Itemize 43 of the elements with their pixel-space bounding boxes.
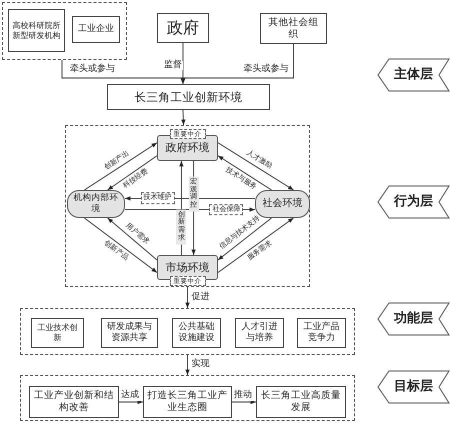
arrow [84, 142, 158, 190]
process-box: 政府 [157, 13, 209, 43]
layer-tag: 行为层 [377, 185, 450, 219]
arrow [180, 44, 294, 84]
edge-label: 推动 [232, 391, 253, 401]
process-box: 高校科研院所新型研发机构 [8, 9, 65, 52]
arrow [218, 218, 272, 260]
process-box: 公共基础设施建设 [172, 318, 221, 348]
process-box: 工业技术创新 [31, 318, 84, 348]
edge-label: 实现 [190, 360, 210, 370]
arrow [185, 354, 190, 376]
process-box: 工业产品竞争力 [297, 318, 346, 348]
arrow [218, 142, 294, 190]
arrow [107, 155, 158, 190]
arrow [185, 286, 190, 308]
edge-label: 达成 [120, 391, 140, 401]
process-box: 长三角工业创新环境 [107, 84, 270, 110]
environment-box: 机构内部环境 [67, 190, 125, 218]
edge-label: 监督 [162, 60, 183, 70]
layer-tag: 主体层 [377, 58, 450, 92]
edge-label: 牵头或参与 [68, 65, 116, 75]
edge-label: 促进 [190, 292, 210, 302]
arrow [107, 218, 158, 260]
group-frame [20, 375, 355, 421]
group-frame [20, 308, 355, 355]
arrow [180, 42, 186, 84]
process-box: 长三角工业高质量发展 [256, 386, 346, 418]
process-box: 工业产业创新和结构改善 [29, 386, 119, 418]
process-box: 其他社会组织 [260, 13, 327, 44]
layer-tag: 目标层 [377, 370, 450, 404]
arrow [118, 400, 144, 404]
arrow [218, 218, 294, 273]
process-box: 研发成果与资源共享 [101, 318, 158, 348]
process-box: 打造长三角工业产业生态圈 [143, 386, 232, 418]
group-frame [2, 2, 127, 60]
process-box: 人才引进与培养 [235, 318, 284, 348]
arrow [181, 110, 186, 126]
process-box: 工业企业 [72, 16, 120, 43]
arrow [218, 155, 272, 190]
layer-tag: 功能层 [377, 302, 450, 336]
arrow [84, 218, 158, 273]
edge-label: 牵头或参与 [242, 65, 290, 75]
arrow [232, 400, 256, 404]
